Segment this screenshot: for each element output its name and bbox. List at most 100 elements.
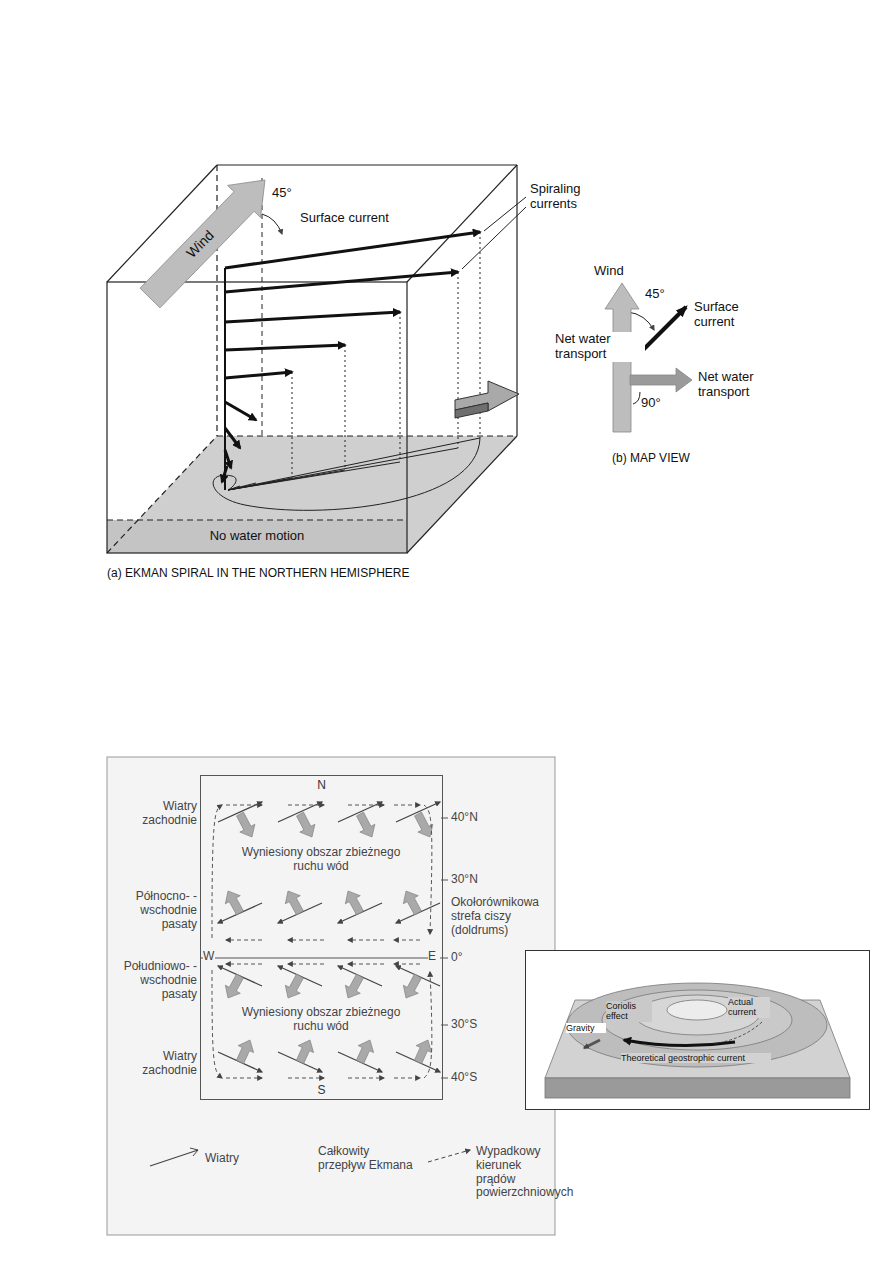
figure-caption: (b) MAP VIEW (612, 452, 752, 466)
drawing-stroke (213, 438, 480, 510)
wind-name: Północno- -wschodnie pasaty (112, 890, 197, 931)
drawing-stroke (225, 428, 240, 448)
drawing-stroke (424, 805, 432, 934)
drawing-stroke (217, 435, 517, 436)
current-label: Surface current (694, 300, 764, 330)
latitude-ticks (200, 818, 448, 1078)
drawing-stroke (226, 805, 262, 806)
drawing-stroke (107, 282, 407, 553)
drawing-stroke (225, 272, 458, 292)
legend-text: Wiatry (205, 1152, 285, 1166)
mound (545, 983, 850, 1098)
drawing-stroke (428, 1150, 470, 1162)
drawing-stroke (216, 165, 217, 436)
drawing-stroke (150, 1150, 198, 1166)
drawing-stroke (225, 312, 400, 322)
wind-label: Wind (166, 210, 234, 278)
drawing-stroke (462, 207, 526, 269)
drawing-stroke (107, 519, 407, 520)
drawing-stroke (222, 466, 227, 482)
legend-item: Całkowity przepływ Ekmana (318, 1145, 413, 1173)
node-text: Wyniesiony obszar zbieżnego ruchu wód (241, 846, 401, 874)
latitude-box: NWyniesiony obszar zbieżnego ruchu wódWy… (200, 775, 443, 1100)
drawing-stroke (285, 891, 303, 915)
drawing-stroke (407, 436, 517, 553)
drawing-stroke (296, 1040, 313, 1064)
drawing-stroke (345, 974, 363, 998)
angle-label: 45° (272, 186, 302, 201)
drawing-stroke (288, 940, 324, 941)
drawing-stroke (212, 805, 222, 938)
drawing-stroke (225, 891, 243, 915)
drawing-stroke (297, 812, 315, 837)
direction-label: W (203, 950, 215, 964)
latitude-label: 40°S (451, 1071, 496, 1085)
drawing-stroke (225, 345, 345, 350)
drawing-stroke (394, 940, 420, 941)
drawing-stroke (712, 1022, 762, 1044)
ekman-box (107, 165, 517, 553)
node-text: Coriolis effect (606, 1001, 652, 1022)
legend-samples (150, 1148, 470, 1166)
drawing-stroke (348, 964, 384, 965)
drawing-stroke (424, 972, 432, 1078)
latitude-label: 0° (451, 951, 481, 965)
drawing-stroke (288, 1078, 324, 1079)
drawing-stroke (226, 1078, 262, 1079)
legend-item: Wiatry (205, 1152, 285, 1166)
wind-arrows (212, 802, 440, 1078)
wind-name: Wiatry zachodnie (112, 1050, 197, 1078)
drawing-stroke (348, 805, 384, 806)
latitude-label: 30°S (451, 1018, 496, 1032)
drawing-stroke (285, 974, 303, 998)
zone-label: Okołorównikowa strefa ciszy (doldrums) (451, 896, 551, 937)
legend-text: Całkowity przepływ Ekmana (318, 1145, 413, 1173)
drawing-stroke (357, 812, 375, 837)
spiral-currents (222, 232, 480, 490)
drawing-stroke (414, 1040, 431, 1064)
drawing-stroke (190, 1148, 198, 1156)
drawing-stroke (407, 165, 517, 282)
drawing-stroke (403, 974, 421, 998)
drawing-stroke (628, 312, 654, 330)
drawing-stroke (107, 436, 517, 553)
drawing-stroke (217, 164, 517, 165)
drawing-stroke (667, 1000, 727, 1020)
figure-caption: (a) EKMAN SPIRAL IN THE NORTHERN HEMISPH… (107, 567, 587, 581)
node-text: Gravity (566, 1023, 606, 1033)
drawing-stroke (226, 964, 262, 965)
node-text: Wyniesiony obszar zbieżnego ruchu wód (241, 1006, 401, 1034)
bottom-label: No water motion (107, 529, 407, 544)
net-transport-arrow (455, 381, 519, 418)
legend-text: Wypadkowy kierunek prądów powierzchniowy… (476, 1145, 551, 1200)
angle-label: 90° (641, 396, 671, 411)
drawing-stroke (212, 970, 222, 1078)
drawing-stroke (262, 214, 282, 234)
drawing-stroke (345, 891, 363, 915)
drawing-stroke (107, 520, 407, 553)
angle-label: 45° (645, 287, 675, 302)
drawing-stroke (226, 940, 262, 941)
transport-label: Net water transport (555, 332, 645, 362)
inset-box: Coriolis effectActual currentGravityTheo… (525, 950, 870, 1110)
node-text: Theoretical geostrophic current (621, 1053, 771, 1063)
current-label: Spiraling currents (530, 182, 620, 212)
spiral-floor (213, 232, 480, 510)
drawing-stroke (415, 812, 433, 837)
drawing-stroke (455, 403, 488, 418)
drawing-stroke (630, 368, 692, 392)
drawing-stroke (237, 812, 255, 837)
drawing-stroke (225, 450, 231, 468)
drawing-stroke (394, 805, 420, 806)
drawing-stroke (288, 805, 324, 806)
drawing-stroke (624, 1040, 735, 1046)
drawing-stroke (394, 1078, 420, 1079)
drawing-stroke (348, 940, 384, 941)
drawing-stroke (602, 990, 792, 1050)
direction-label: E (428, 950, 440, 964)
drawing-stroke (348, 1078, 384, 1079)
drawing-stroke (225, 974, 243, 998)
